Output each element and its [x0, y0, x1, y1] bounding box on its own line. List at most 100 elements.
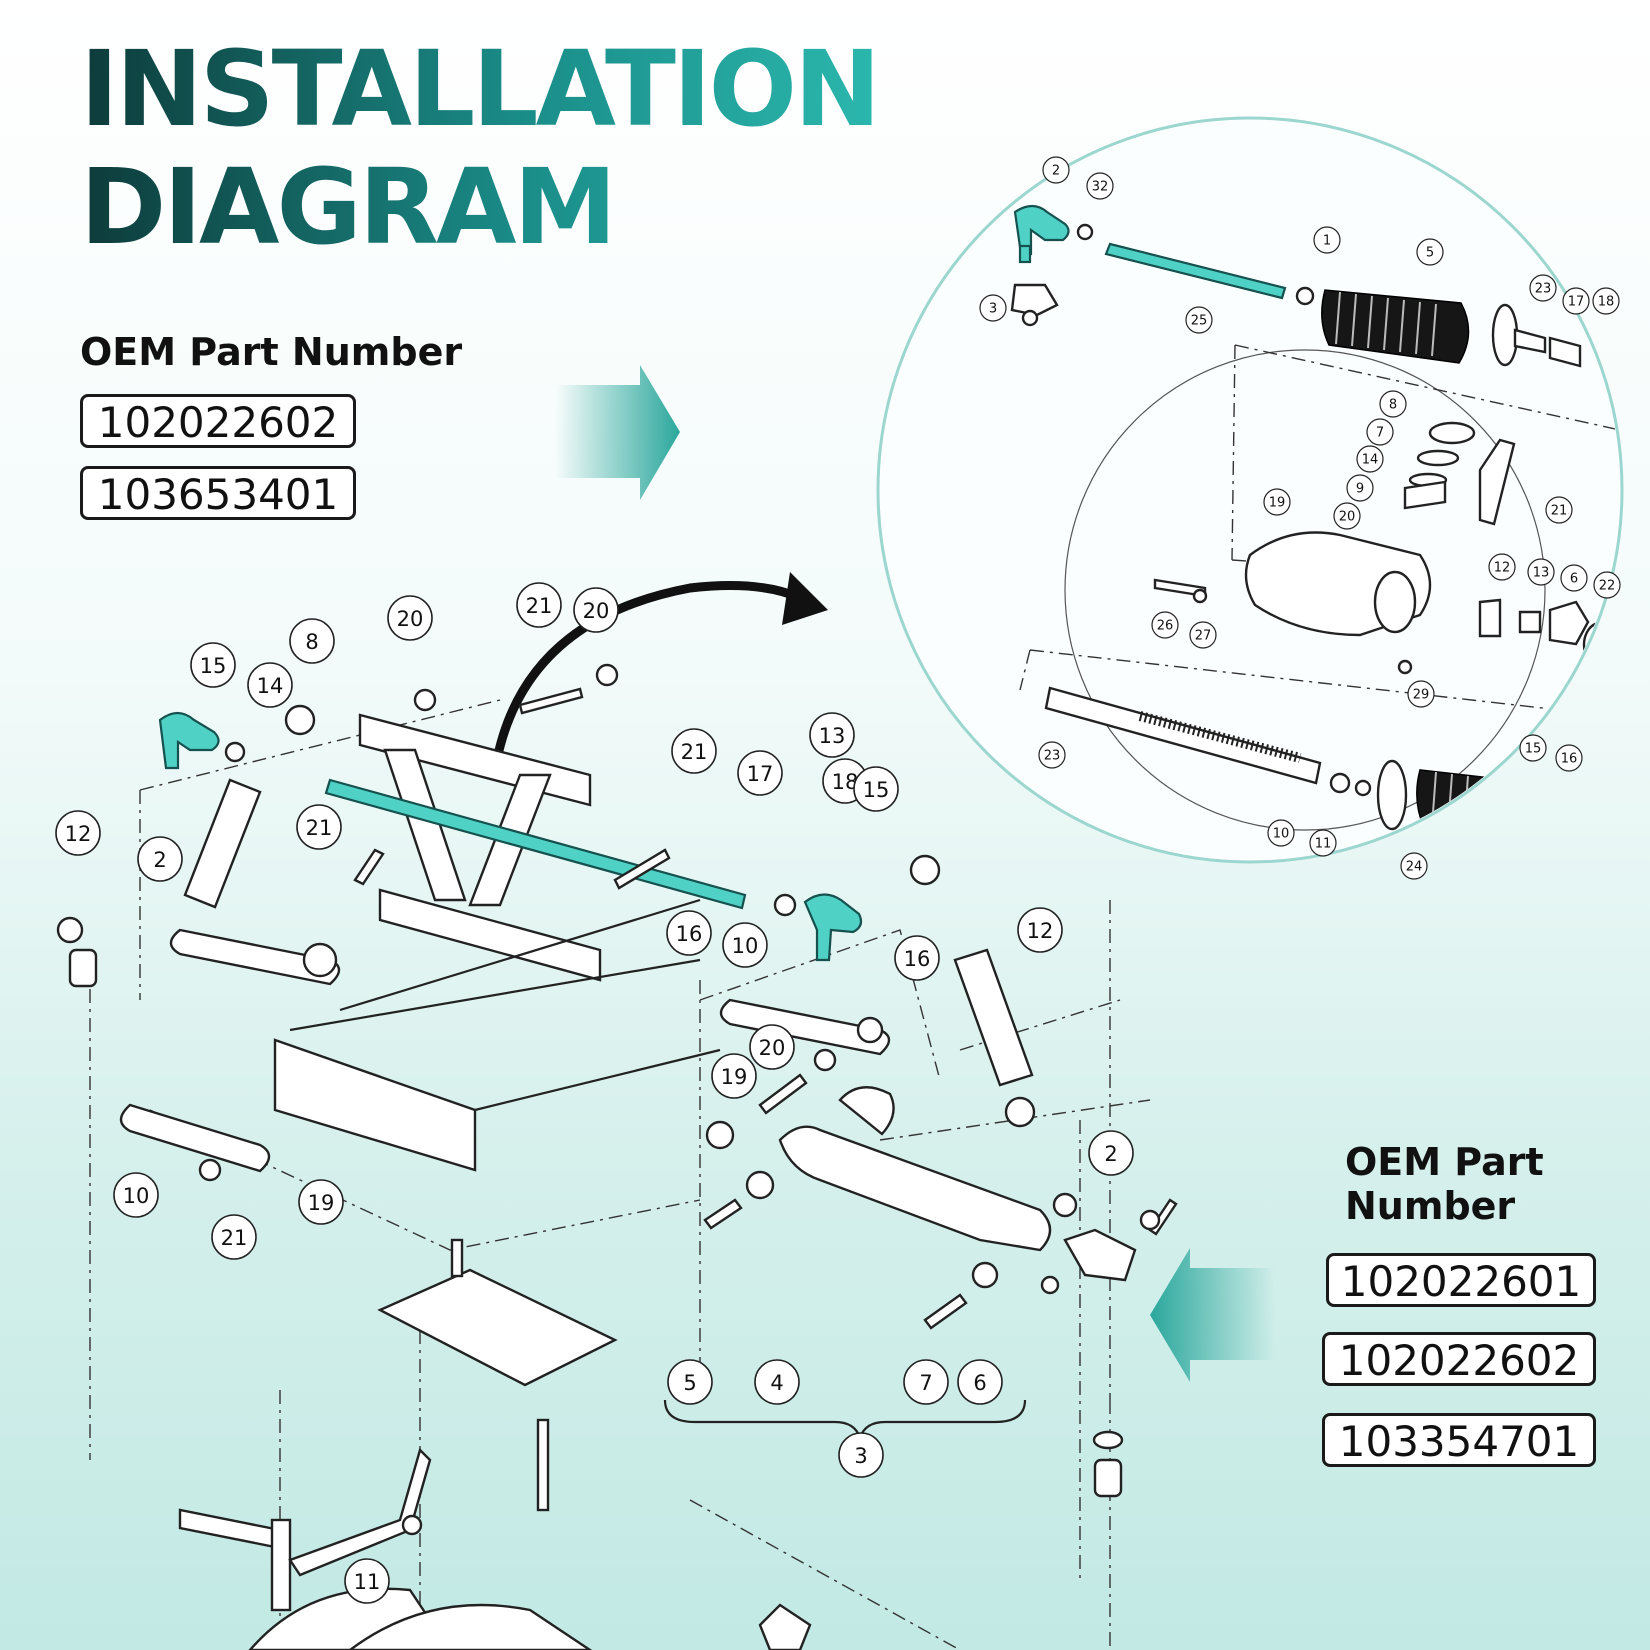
nut-bracket: [1040, 1275, 1060, 1295]
bolt-center: [450, 1238, 464, 1278]
callout-15: 15: [853, 766, 899, 812]
callout-label: 4: [770, 1371, 783, 1395]
callout-label: 16: [676, 922, 703, 946]
housing-port: [1373, 570, 1417, 634]
shock-right-eye: [909, 854, 941, 886]
callout-label: 15: [863, 778, 890, 802]
bracket: [1010, 283, 1059, 317]
nut-11: [401, 1514, 423, 1536]
arrow-right-icon: [555, 365, 680, 500]
callout-10: 10: [722, 922, 768, 968]
tie-rod-end-stud: [1018, 244, 1032, 264]
nut-bracket-2: [1139, 1209, 1161, 1231]
zoom-frame-lines-2: [1019, 649, 1561, 711]
callout-label: 13: [1533, 566, 1550, 581]
callout-13: 13: [809, 712, 855, 758]
callout-7: 7: [1366, 418, 1394, 446]
yoke-12: [1478, 598, 1502, 638]
bolt-21-top: [518, 687, 584, 715]
callout-label: 2: [1052, 164, 1060, 179]
washer-lower-right: [1092, 1430, 1124, 1450]
callout-6: 6: [1560, 564, 1588, 592]
callout-16: 16: [666, 910, 712, 956]
callout-label: 11: [354, 1570, 381, 1594]
zoom-detail: [876, 116, 1624, 864]
callout-label: 3: [989, 302, 997, 317]
tie-rod-shaft: [1104, 242, 1287, 300]
callout-32: 32: [1086, 172, 1114, 200]
part-number-box: 102022601: [1326, 1253, 1596, 1307]
callout-1: 1: [1313, 226, 1341, 254]
shock-right-lower-eye: [1004, 1096, 1036, 1128]
callout-label: 21: [526, 594, 553, 618]
callout-label: 2: [1104, 1142, 1117, 1166]
bushing-right-2: [1052, 1192, 1078, 1218]
callout-11: 11: [344, 1558, 390, 1604]
callout-12: 12: [55, 810, 101, 856]
callout-15: 15: [190, 642, 236, 688]
callout-label: 24: [1406, 860, 1423, 875]
washer-27: [1192, 588, 1208, 604]
spacer-left: [68, 948, 98, 988]
callout-label: 16: [1561, 752, 1578, 767]
zoom-inner-circle: [1064, 349, 1546, 831]
callout-label: 6: [1570, 572, 1578, 587]
bushing-housing: [838, 1086, 895, 1136]
pin-5: [703, 1198, 743, 1230]
washer-7: [1416, 449, 1460, 467]
part-number-box: 103354701: [1322, 1413, 1596, 1467]
curved-arrow-head: [782, 572, 828, 625]
lower-a-arm-right: [778, 1125, 1052, 1252]
callout-19: 19: [1263, 488, 1291, 516]
callout-19: 19: [711, 1053, 757, 1099]
oem-label-bottom-line-2: Number: [1345, 1184, 1516, 1228]
callout-label: 9: [1356, 482, 1364, 497]
callout-6: 6: [957, 1359, 1003, 1405]
callout-23: 23: [1038, 741, 1066, 769]
callout-label: 21: [1551, 504, 1568, 519]
callout-label: 20: [397, 607, 424, 631]
bolt-21-left: [353, 848, 385, 886]
ring-11: [1354, 779, 1372, 797]
callout-label: 19: [721, 1065, 748, 1089]
nut-20-right: [595, 663, 619, 687]
callout-11: 11: [1309, 829, 1337, 857]
callout-20: 20: [1333, 502, 1361, 530]
callout-label: 16: [904, 947, 931, 971]
washer-10: [1329, 772, 1351, 794]
lower-bracket: [758, 1603, 812, 1650]
jam-nut: [1076, 223, 1094, 241]
callout-label: 23: [1535, 282, 1552, 297]
callout-14: 14: [1356, 445, 1384, 473]
bolt-19: [758, 1073, 808, 1115]
boot-clamp-24: [1376, 759, 1408, 831]
callout-13: 13: [1527, 558, 1555, 586]
callout-label: 22: [1599, 579, 1616, 594]
callout-label: 6: [973, 1371, 986, 1395]
callout-label: 26: [1157, 619, 1174, 634]
callout-18: 18: [1592, 287, 1620, 315]
callout-label: 12: [1027, 919, 1054, 943]
frame-rail: [273, 1038, 477, 1172]
tie-rod-end-left: [158, 711, 220, 770]
bushing-6: [971, 1261, 999, 1289]
callout-2: 2: [137, 836, 183, 882]
rod-end-threaded: [1513, 328, 1547, 354]
callout-10: 10: [113, 1172, 159, 1218]
part-number-box: 102022602: [80, 394, 356, 448]
adjuster-6: [1548, 600, 1590, 646]
callout-8: 8: [289, 618, 335, 664]
callout-17: 17: [1562, 287, 1590, 315]
callout-16: 16: [1555, 744, 1583, 772]
nut-20-top: [413, 688, 437, 712]
washer-1: [1295, 286, 1315, 306]
boot-clamp-top: [1491, 303, 1519, 367]
callout-label: 21: [221, 1226, 248, 1250]
callout-24: 24: [1400, 852, 1428, 880]
callout-20: 20: [573, 587, 619, 633]
callout-label: 25: [1191, 314, 1208, 329]
crossmember-legs: [383, 748, 552, 907]
spindle: [178, 1508, 282, 1550]
